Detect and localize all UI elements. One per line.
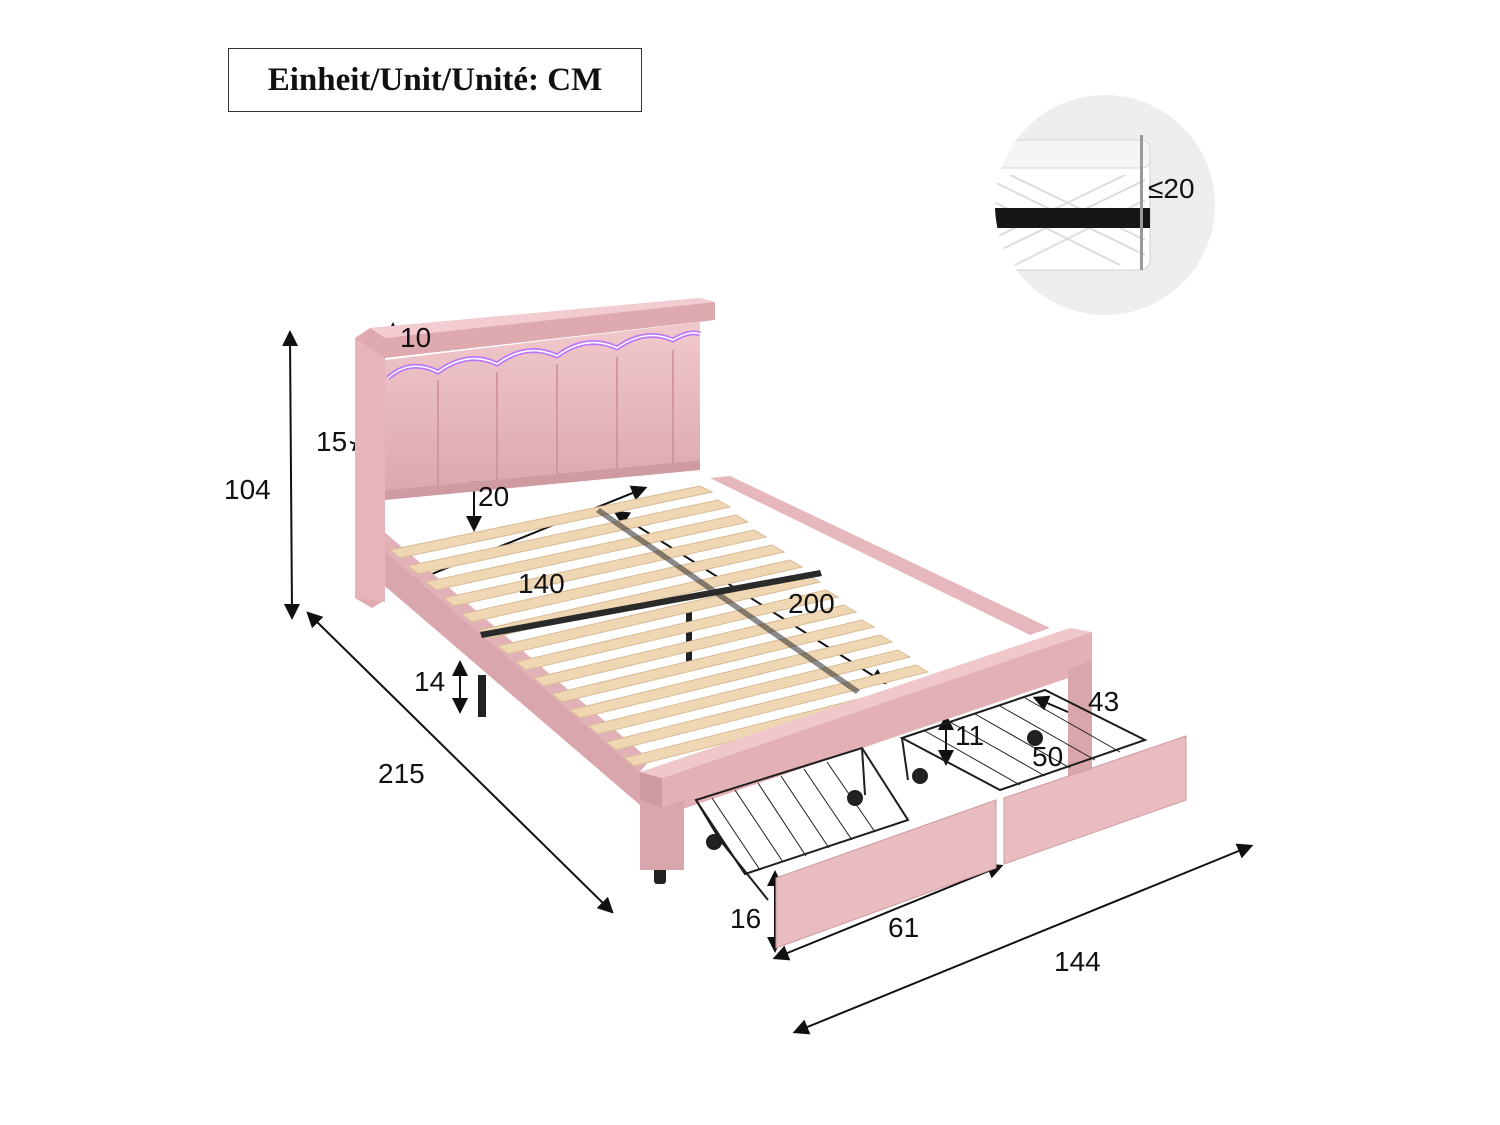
total-height-label: 104: [224, 474, 271, 505]
total-width-label: 144: [1054, 946, 1101, 977]
bed-frame: [372, 476, 1092, 870]
mattress-inset: [995, 95, 1215, 315]
bed-length-label: 200: [788, 588, 835, 619]
drawer-fronts: [775, 735, 1187, 949]
total-length-label: 215: [378, 758, 425, 789]
drawer-front-width-label: 61: [888, 912, 920, 943]
drawers: [694, 688, 1148, 901]
unit-label-box: Einheit/Unit/Unité: CM: [228, 48, 642, 112]
unit-label: Einheit/Unit/Unité: CM: [267, 61, 603, 98]
headboard: [355, 298, 715, 608]
wing-depth-label: 15: [316, 426, 348, 457]
leg-height-label: 14: [414, 666, 446, 697]
drawer-inner-height-label: 11: [955, 720, 985, 751]
drawer-front-height-label: 16: [730, 903, 762, 934]
headboard-clearance-label: 20: [478, 481, 510, 512]
drawer-width-label: 50: [1032, 741, 1064, 772]
bed-width-label: 140: [518, 568, 565, 599]
mattress-height-label: ≤20: [1148, 173, 1195, 204]
drawer-depth-label: 43: [1088, 686, 1120, 717]
headboard-top-gap-label: 10: [400, 322, 432, 353]
